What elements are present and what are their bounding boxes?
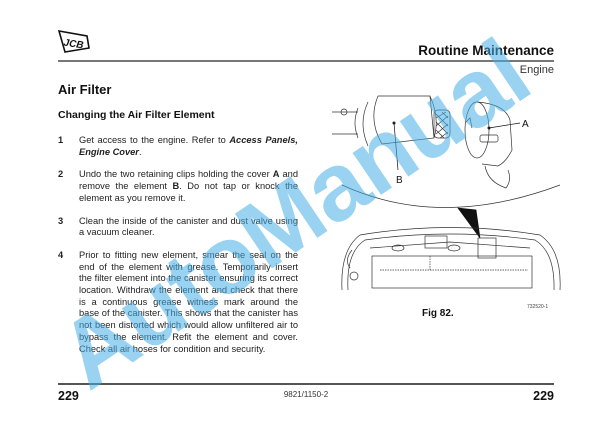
step-text: Undo the two retaining clips holding the… [79,169,298,203]
svg-text:B: B [396,175,403,186]
footer-divider [58,383,554,385]
step-number: 3 [58,215,64,226]
page-number-left: 229 [58,389,79,403]
header-title: Routine Maintenance [418,43,554,58]
document-number: 9821/1150-2 [283,390,329,399]
step-number: 2 [58,169,64,180]
step-item: 3 Clean the inside of the canister and d… [58,216,298,239]
header-subtitle: Engine [519,64,554,76]
step-number: 4 [58,249,64,260]
step-item: 4 Prior to fitting new element, smear th… [58,250,298,355]
air-filter-illustration: B A [332,95,561,291]
figure-caption: Fig 82. [422,308,454,319]
section-title: Air Filter [58,82,112,97]
reference-link: Access Panels, Engine Cover [79,135,298,157]
svg-text:A: A [522,119,529,130]
page-number-right: 229 [533,389,554,403]
step-text: Prior to fitting new element, smear the … [79,249,298,354]
step-item: 2 Undo the two retaining clips holding t… [58,169,298,204]
step-item: 1 Get access to the engine. Refer to Acc… [58,135,298,158]
step-text: Get access to the engine. Refer to Acces… [79,135,298,157]
jcb-logo: JCB [57,29,90,53]
step-text: Clean the inside of the canister and dus… [79,215,298,238]
section-subtitle: Changing the Air Filter Element [58,109,215,121]
svg-text:JCB: JCB [63,38,84,52]
header-divider [58,60,554,62]
figure-code: 732520-1 [527,304,549,310]
steps-list: 1 Get access to the engine. Refer to Acc… [58,135,298,366]
step-number: 1 [58,135,64,145]
